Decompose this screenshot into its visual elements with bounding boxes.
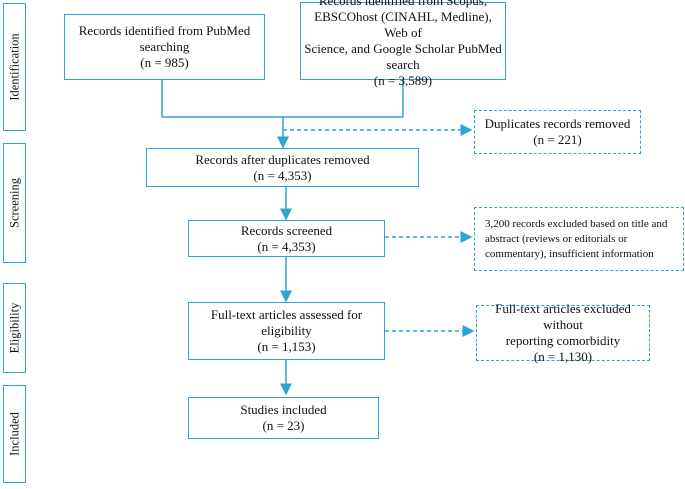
box-duplicates-removed: Duplicates records removed (n = 221) (474, 110, 641, 154)
box-pubmed-records: Records identified from PubMed searching… (64, 14, 265, 80)
box-records-excluded-title-abstract: 3,200 records excluded based on title an… (474, 207, 684, 271)
stage-screening: Screening (3, 143, 26, 263)
stage-identification: Identification (3, 3, 26, 131)
box-studies-included: Studies included (n = 23) (188, 397, 379, 439)
box-other-database-records: Records identified from Scopus, EBSCOhos… (300, 0, 506, 88)
box-records-after-duplicates: Records after duplicates removed (n = 4,… (146, 148, 419, 187)
stage-eligibility: Eligibility (3, 283, 26, 373)
box-fulltext-excluded: Full-text articles excluded without repo… (476, 301, 650, 364)
box-fulltext-assessed: Full-text articles assessed for eligibil… (188, 302, 385, 360)
stage-included: Included (3, 385, 26, 483)
box-records-screened: Records screened (n = 4,353) (188, 220, 385, 257)
